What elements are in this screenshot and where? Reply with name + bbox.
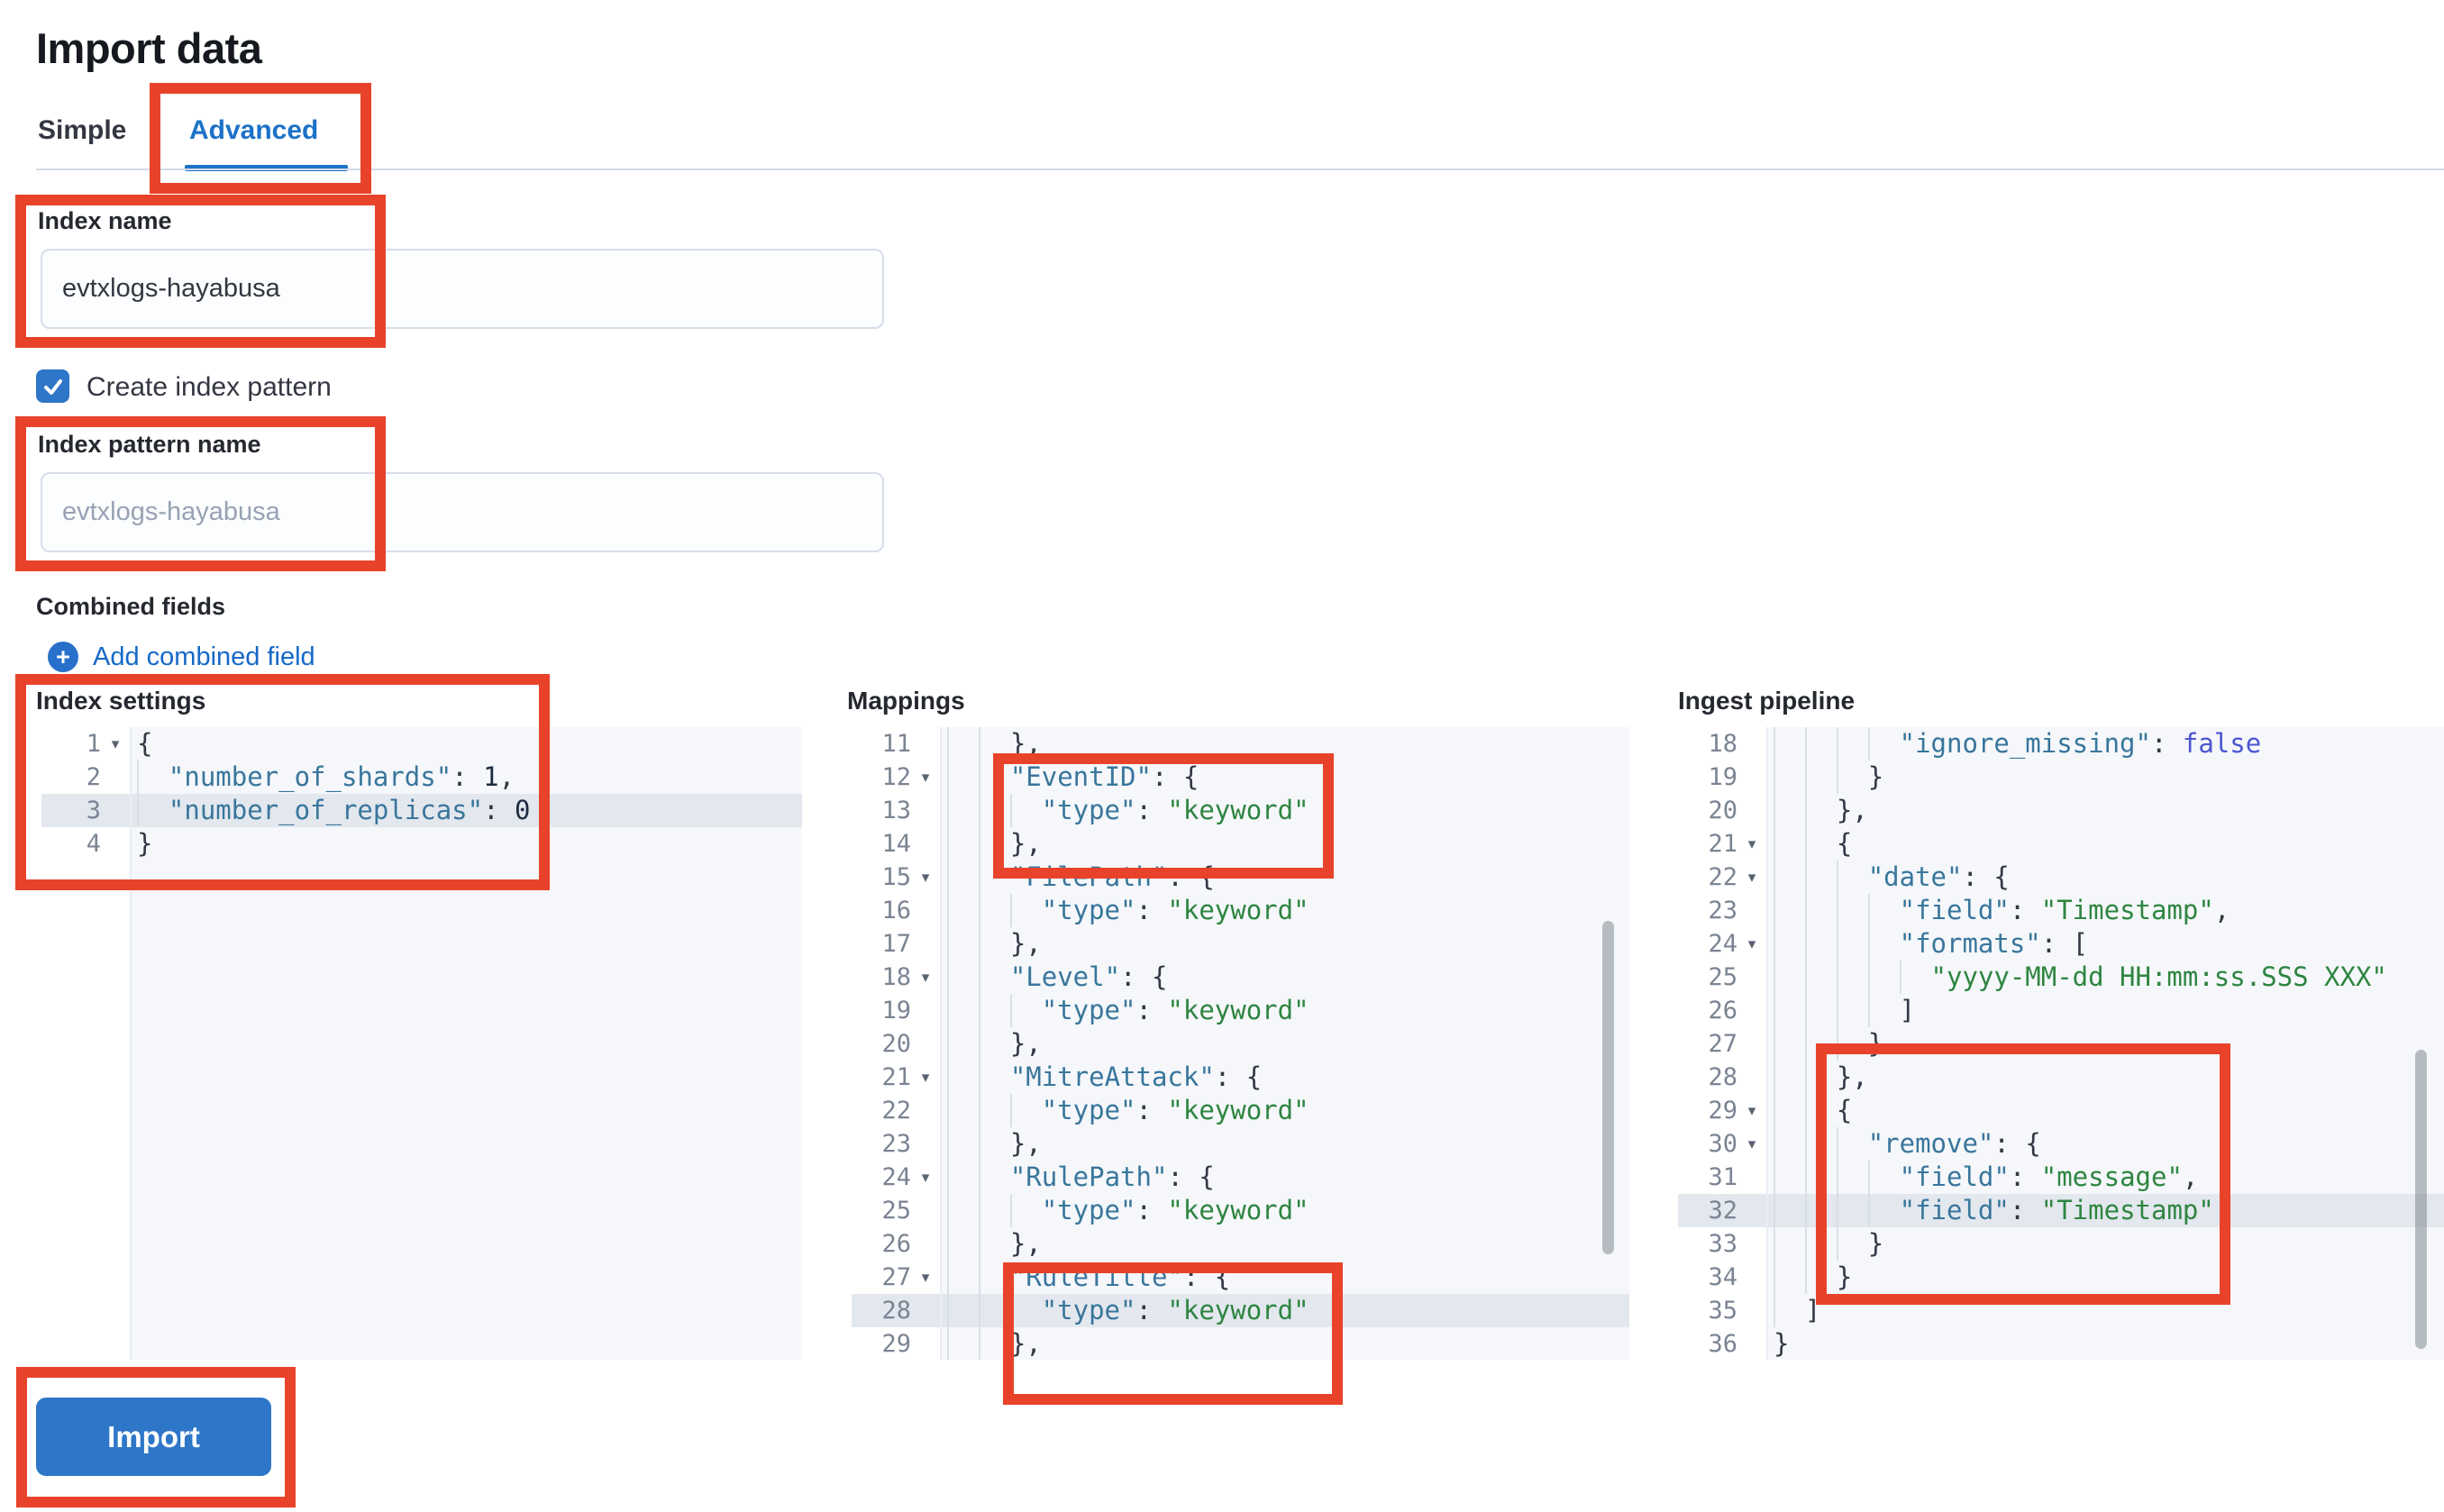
code-line[interactable]: 24▾"formats": [ bbox=[1678, 927, 2444, 961]
code-line[interactable]: 32"field": "Timestamp" bbox=[1678, 1194, 2444, 1227]
code-line[interactable]: 16"type": "keyword" bbox=[852, 894, 1629, 927]
code-line[interactable]: 30▾"remove": { bbox=[1678, 1127, 2444, 1161]
code-line[interactable]: 25"yyyy-MM-dd HH:mm:ss.SSS XXX" bbox=[1678, 961, 2444, 994]
fold-chevron-down-icon[interactable]: ▾ bbox=[111, 734, 120, 753]
tabs-separator bbox=[36, 169, 2444, 170]
ingest-pipeline-label: Ingest pipeline bbox=[1678, 687, 1856, 715]
ingest-pipeline-scrollbar-thumb[interactable] bbox=[2415, 1050, 2427, 1349]
index-settings-label: Index settings bbox=[36, 687, 206, 715]
code-line[interactable]: 31"field": "message", bbox=[1678, 1161, 2444, 1194]
fold-chevron-down-icon[interactable]: ▾ bbox=[921, 968, 930, 987]
fold-chevron-down-icon[interactable]: ▾ bbox=[1747, 934, 1756, 953]
code-line[interactable]: 11}, bbox=[852, 727, 1629, 761]
code-line[interactable]: 14}, bbox=[852, 827, 1629, 861]
code-line[interactable]: 23"field": "Timestamp", bbox=[1678, 894, 2444, 927]
plus-in-circle-icon: + bbox=[48, 642, 78, 672]
code-line[interactable]: 29▾{ bbox=[1678, 1094, 2444, 1127]
code-line[interactable]: 2"number_of_shards": 1, bbox=[41, 761, 802, 794]
code-line[interactable]: 22▾"date": { bbox=[1678, 861, 2444, 894]
index-name-input[interactable] bbox=[41, 249, 884, 329]
code-line[interactable]: 21▾{ bbox=[1678, 827, 2444, 861]
fold-chevron-down-icon[interactable]: ▾ bbox=[921, 768, 930, 787]
fold-chevron-down-icon[interactable]: ▾ bbox=[921, 1268, 930, 1287]
code-line[interactable]: 21▾"MitreAttack": { bbox=[852, 1061, 1629, 1094]
code-line[interactable]: 13"type": "keyword" bbox=[852, 794, 1629, 827]
mappings-editor[interactable]: 11},12▾"EventID": {13"type": "keyword"14… bbox=[852, 727, 1629, 1360]
create-index-pattern-checkbox[interactable] bbox=[36, 369, 69, 403]
fold-chevron-down-icon[interactable]: ▾ bbox=[1747, 834, 1756, 853]
code-line[interactable]: 1▾{ bbox=[41, 727, 802, 761]
code-line[interactable]: 25"type": "keyword" bbox=[852, 1194, 1629, 1227]
code-line[interactable]: 12▾"EventID": { bbox=[852, 761, 1629, 794]
fold-chevron-down-icon[interactable]: ▾ bbox=[921, 868, 930, 887]
combined-fields-label: Combined fields bbox=[36, 593, 226, 620]
code-line[interactable]: 23}, bbox=[852, 1127, 1629, 1161]
code-line[interactable]: 27} bbox=[1678, 1027, 2444, 1061]
add-combined-field-label: Add combined field bbox=[93, 642, 315, 671]
code-line[interactable]: 19"type": "keyword" bbox=[852, 994, 1629, 1027]
mappings-label: Mappings bbox=[847, 687, 965, 715]
index-pattern-name-input[interactable] bbox=[41, 472, 884, 552]
code-line[interactable]: 20}, bbox=[1678, 794, 2444, 827]
check-icon bbox=[43, 378, 62, 395]
code-line[interactable]: 19} bbox=[1678, 761, 2444, 794]
tab-advanced[interactable]: Advanced bbox=[189, 115, 319, 145]
code-line[interactable]: 18▾"Level": { bbox=[852, 961, 1629, 994]
index-name-label: Index name bbox=[38, 207, 172, 234]
code-line[interactable]: 24▾"RulePath": { bbox=[852, 1161, 1629, 1194]
code-line[interactable]: 28"type": "keyword" bbox=[852, 1294, 1629, 1327]
code-line[interactable]: 20}, bbox=[852, 1027, 1629, 1061]
code-line[interactable]: 35] bbox=[1678, 1294, 2444, 1327]
selected-tab-underline bbox=[185, 165, 348, 171]
page-title: Import data bbox=[36, 24, 262, 72]
index-settings-editor[interactable]: 1▾{2"number_of_shards": 1,3"number_of_re… bbox=[41, 727, 802, 1360]
add-combined-field-button[interactable]: + Add combined field bbox=[48, 642, 315, 672]
code-line[interactable]: 27▾"RuleTitle": { bbox=[852, 1261, 1629, 1294]
index-pattern-name-label: Index pattern name bbox=[38, 431, 261, 458]
code-line[interactable]: 22"type": "keyword" bbox=[852, 1094, 1629, 1127]
code-line[interactable]: 36} bbox=[1678, 1327, 2444, 1360]
code-line[interactable]: 26] bbox=[1678, 994, 2444, 1027]
code-line[interactable]: 3"number_of_replicas": 0 bbox=[41, 794, 802, 827]
fold-chevron-down-icon[interactable]: ▾ bbox=[921, 1068, 930, 1087]
code-line[interactable]: 17}, bbox=[852, 927, 1629, 961]
code-line[interactable]: 18"ignore_missing": false bbox=[1678, 727, 2444, 761]
code-line[interactable]: 28}, bbox=[1678, 1061, 2444, 1094]
code-line[interactable]: 29}, bbox=[852, 1327, 1629, 1360]
code-line[interactable]: 15▾"FilePath": { bbox=[852, 861, 1629, 894]
tab-simple[interactable]: Simple bbox=[38, 115, 127, 145]
code-line[interactable]: 34} bbox=[1678, 1261, 2444, 1294]
mappings-scrollbar-thumb[interactable] bbox=[1602, 921, 1614, 1254]
code-line[interactable]: 26}, bbox=[852, 1227, 1629, 1261]
create-index-pattern-label: Create index pattern bbox=[87, 372, 332, 402]
fold-chevron-down-icon[interactable]: ▾ bbox=[921, 1168, 930, 1187]
import-button[interactable]: Import bbox=[36, 1398, 271, 1476]
fold-chevron-down-icon[interactable]: ▾ bbox=[1747, 1101, 1756, 1120]
fold-chevron-down-icon[interactable]: ▾ bbox=[1747, 1134, 1756, 1153]
fold-chevron-down-icon[interactable]: ▾ bbox=[1747, 868, 1756, 887]
code-line[interactable]: 4} bbox=[41, 827, 802, 861]
code-line[interactable]: 33} bbox=[1678, 1227, 2444, 1261]
